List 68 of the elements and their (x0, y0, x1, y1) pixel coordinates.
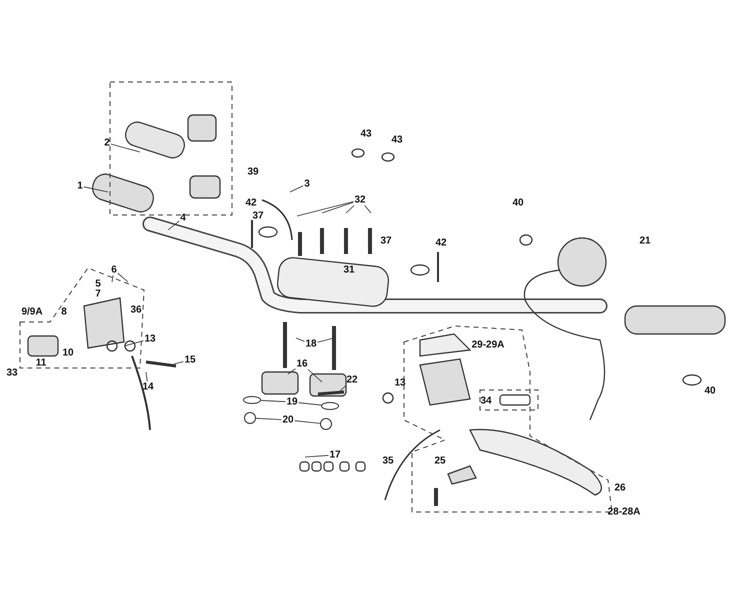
callout-number: 42 (434, 238, 448, 248)
callout-number: 25 (433, 456, 447, 466)
callout-number: 32 (353, 194, 367, 206)
leader-line (112, 275, 114, 282)
callout-number: 34 (479, 396, 493, 406)
callout-number: 28-28A (606, 506, 642, 518)
callout-number: 40 (703, 386, 717, 396)
washer-part (321, 402, 339, 410)
callout-number: 18 (304, 338, 318, 350)
callout-number: 35 (381, 456, 395, 466)
callout-number: 39 (246, 166, 260, 178)
callout-number: 21 (638, 236, 652, 246)
callout-number: 19 (285, 396, 299, 408)
callout-number: 29-29A (470, 340, 506, 350)
callout-number: 14 (141, 382, 155, 392)
leader-line (308, 369, 322, 382)
leader-line (296, 338, 305, 342)
leader-line (83, 186, 108, 192)
callout-number: 1 (76, 180, 84, 192)
washer-part (243, 396, 261, 404)
leader-line (288, 368, 296, 374)
leader-line (168, 220, 180, 230)
leader-line (304, 455, 329, 458)
callout-number: 4 (179, 212, 187, 224)
callout-number: 7 (94, 288, 102, 300)
leader-line (117, 272, 128, 282)
leader-line (146, 372, 148, 382)
callout-number: 11 (34, 358, 48, 368)
leader-line (290, 185, 304, 192)
leader-line (260, 400, 286, 402)
leader-line (294, 420, 320, 424)
washer-part (244, 412, 256, 424)
callout-number: 9/9A (20, 306, 44, 318)
washer-part (320, 418, 332, 430)
leader-line (174, 361, 184, 364)
callout-number: 42 (244, 198, 258, 208)
callout-number: 13 (143, 334, 157, 344)
leader-line (296, 201, 354, 216)
callout-number: 2 (103, 138, 111, 148)
leader-line (124, 340, 144, 346)
callout-number: 40 (511, 198, 525, 208)
callout-number: 17 (328, 450, 342, 460)
callout-number: 22 (345, 374, 359, 386)
callout-number: 3 (303, 178, 311, 190)
callout-number: 36 (129, 304, 143, 316)
leader-line (317, 338, 334, 343)
leader-line (110, 144, 140, 152)
callout-number: 6 (110, 264, 118, 276)
callout-number: 20 (281, 414, 295, 426)
callout-number: 43 (390, 134, 404, 146)
leader-line (322, 202, 354, 214)
callout-number: 43 (359, 128, 373, 140)
callout-number: 33 (5, 368, 19, 378)
callout-number: 8 (60, 306, 68, 318)
callout-number: 31 (342, 264, 356, 276)
callout-number: 16 (295, 358, 309, 370)
leader-line (364, 205, 372, 214)
callout-number: 10 (61, 348, 75, 358)
leader-line (256, 418, 282, 420)
callout-number: 37 (251, 210, 265, 222)
callout-number: 15 (183, 354, 197, 366)
leader-line (340, 385, 346, 392)
callout-number: 13 (393, 378, 407, 388)
leader-line (298, 402, 322, 406)
leader-line (346, 205, 354, 214)
callout-number: 26 (613, 482, 627, 494)
callout-number: 5 (94, 278, 102, 290)
callout-number: 37 (379, 236, 393, 246)
